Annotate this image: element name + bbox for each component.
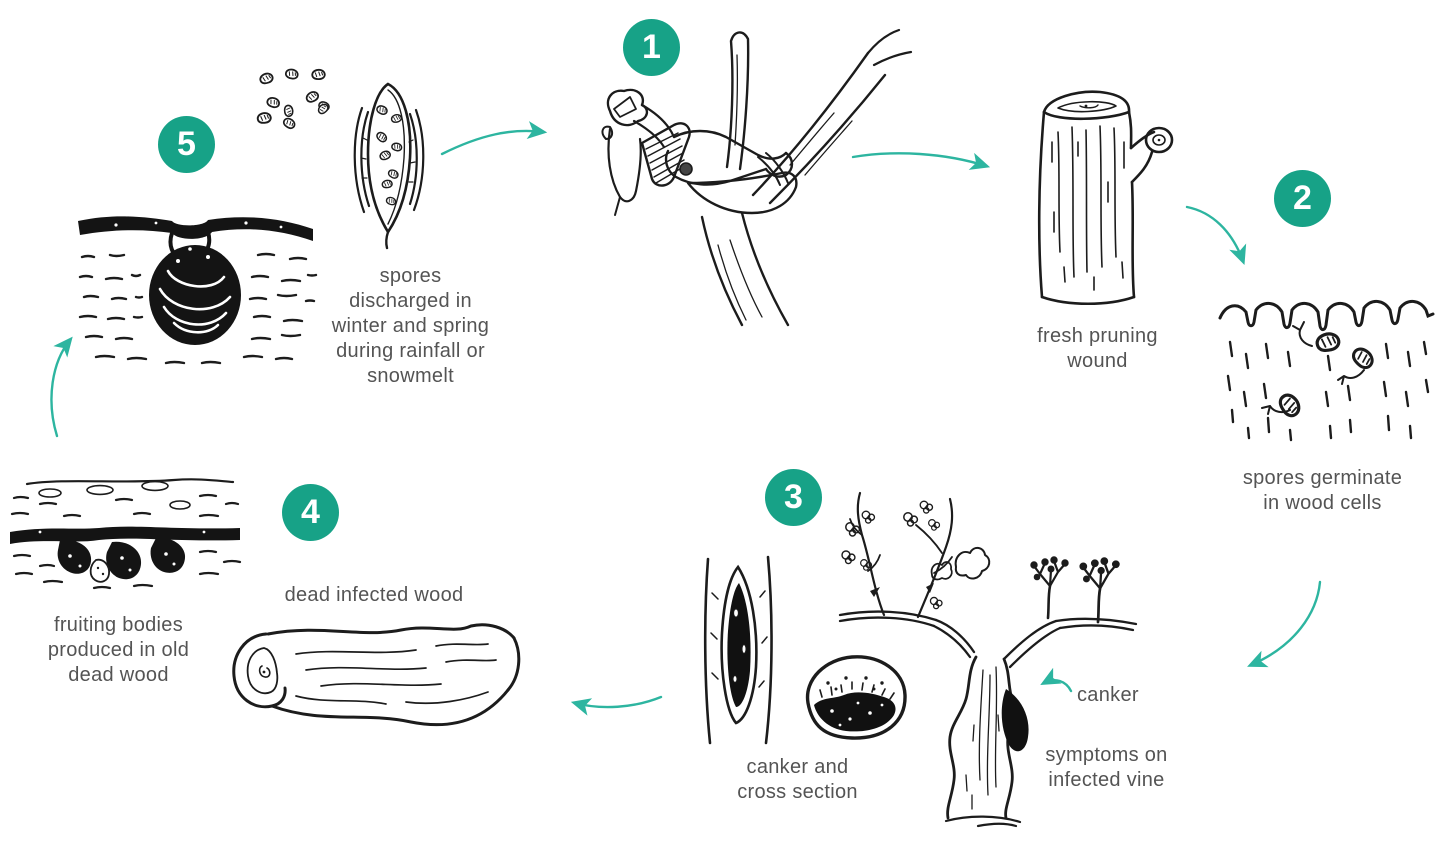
- step-badge-3: 3: [765, 469, 822, 526]
- step-number-5: 5: [177, 125, 196, 163]
- pruning-wound-stump-illustration: [1028, 82, 1178, 312]
- label-spores-germinate: spores germinate in wood cells: [1242, 467, 1403, 514]
- infected-vine-illustration: [838, 475, 1238, 835]
- label-canker-cross-section: canker and cross section: [737, 756, 858, 803]
- step-badge-1: 1: [623, 19, 680, 76]
- label-fresh-pruning-wound: fresh pruning wound: [1037, 325, 1158, 372]
- arrow-step4-to-step5: [50, 336, 73, 438]
- step-number-3: 3: [784, 478, 803, 516]
- dead-wood-log-illustration: [226, 618, 526, 736]
- arrow-step5-to-step1: [440, 121, 548, 156]
- pruning-shears-illustration: [590, 25, 920, 335]
- label-spores-discharged: spores discharged in winter and spring d…: [331, 265, 490, 387]
- step-badge-4: 4: [282, 484, 339, 541]
- step-number-4: 4: [301, 493, 320, 531]
- trunk-canker-illustration: [698, 553, 784, 749]
- step-number-1: 1: [642, 28, 661, 66]
- wood-cells-illustration: [1218, 292, 1436, 450]
- arrow-wound-to-woodcells: [1185, 205, 1247, 266]
- spore-cluster-illustration: [248, 64, 348, 134]
- ascus-illustration: [344, 78, 432, 250]
- step-badge-2: 2: [1274, 170, 1331, 227]
- fruiting-bodies-illustration: [4, 474, 248, 596]
- canker-cross-section-illustration: [784, 645, 919, 750]
- label-symptoms-infected-vine: symptoms on infected vine: [1045, 744, 1168, 791]
- arrow-step1-to-step2: [851, 152, 991, 170]
- label-canker: canker: [1077, 684, 1139, 706]
- step-number-2: 2: [1293, 179, 1312, 217]
- arrow-canker-pointer: [1040, 667, 1073, 693]
- label-fruiting-bodies: fruiting bodies produced in old dead woo…: [47, 614, 190, 686]
- arrow-step2-to-step3: [1247, 580, 1322, 668]
- arrow-step3-to-step4: [570, 695, 663, 716]
- perithecium-illustration: [76, 205, 320, 377]
- step-badge-5: 5: [158, 116, 215, 173]
- label-dead-infected-wood: dead infected wood: [284, 584, 464, 606]
